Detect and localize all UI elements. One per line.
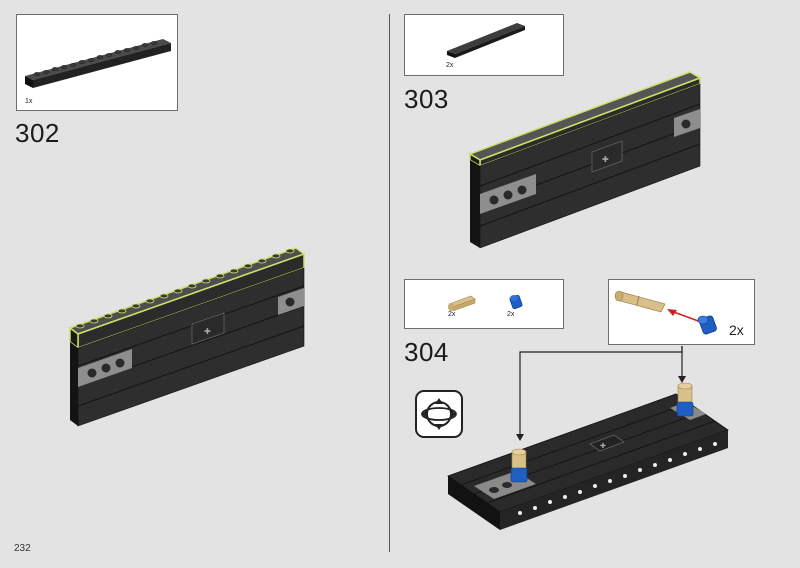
part-qty: 2x (507, 311, 515, 318)
svg-text:✚: ✚ (602, 155, 609, 164)
page-number: 232 (14, 543, 31, 554)
step-number: 304 (404, 337, 449, 367)
step-number: 302 (15, 118, 60, 148)
step-304-model: ✚ (447, 382, 729, 530)
part-qty: 1x (25, 98, 33, 105)
callout-qty: 2x (729, 322, 744, 338)
page-divider (389, 14, 390, 552)
parts-box-step-302: 1x (16, 14, 178, 111)
black-1x16-beam-icon (25, 39, 171, 88)
pin-with-bush-left (510, 448, 528, 483)
step-302-model: ✚ (68, 247, 306, 427)
blue-bush-icon (509, 294, 523, 310)
svg-text:✚: ✚ (204, 327, 211, 336)
svg-text:✚: ✚ (600, 442, 606, 450)
tan-axle-pin-icon (448, 295, 476, 312)
step-303-model: ✚ (468, 71, 702, 249)
parts-box-step-304: 2x 2x (404, 279, 564, 329)
part-qty: 2x (446, 62, 454, 69)
callout-illustration (614, 290, 717, 335)
parts-box-step-303: 2x (404, 14, 564, 76)
part-qty: 2x (448, 311, 456, 318)
callout-box: 2x (608, 279, 755, 345)
pin-with-bush-right (676, 382, 694, 417)
black-tile-plate-icon (447, 23, 525, 58)
rotate-model-icon (415, 390, 463, 438)
step-number: 303 (404, 84, 449, 114)
